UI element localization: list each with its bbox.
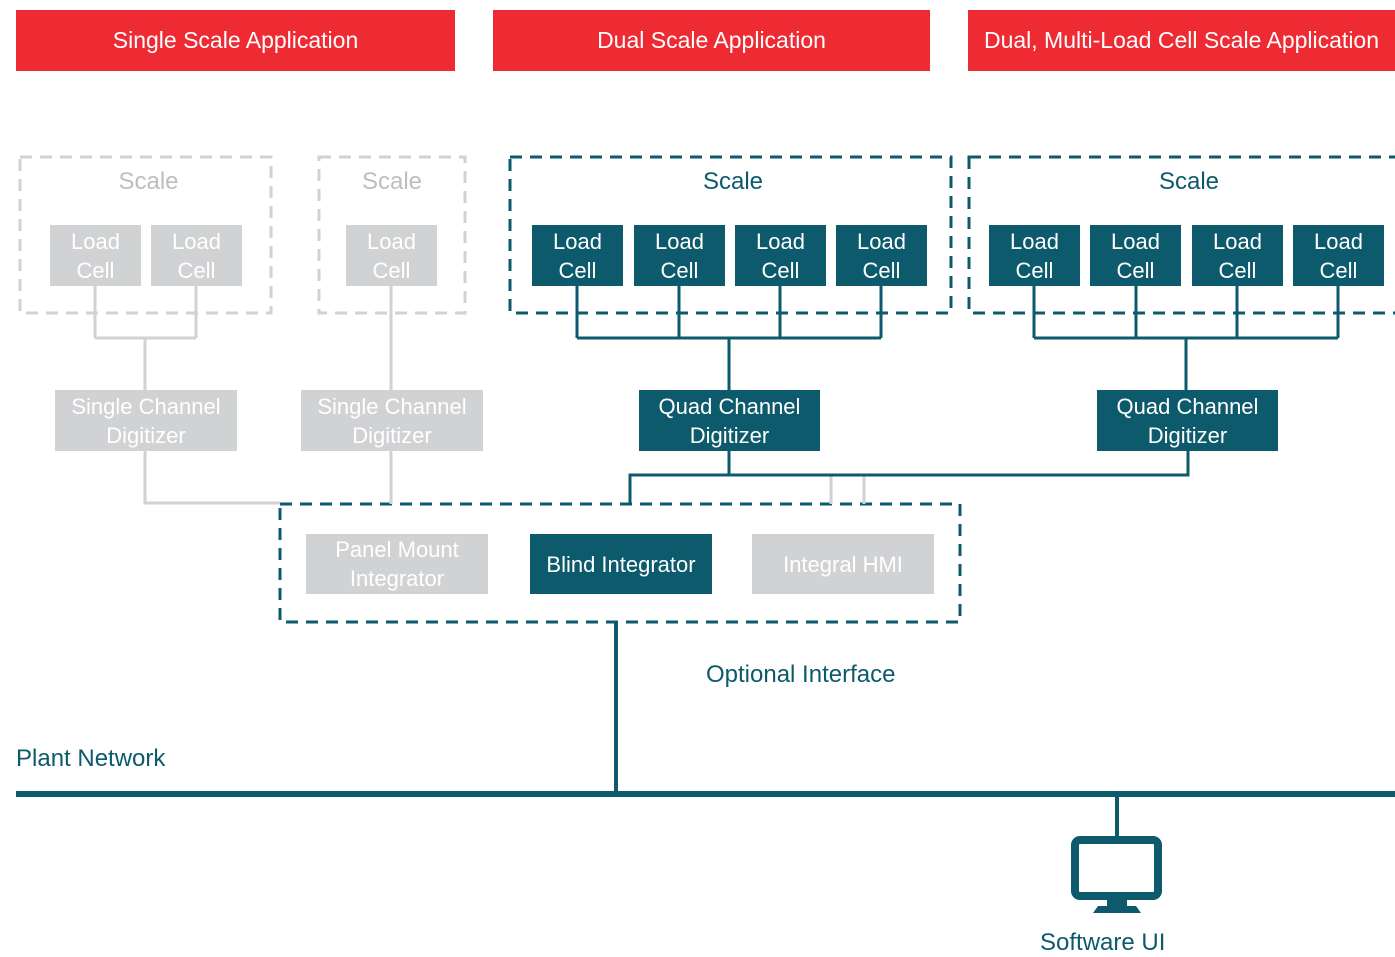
load-cell-4a: Load Cell [989,225,1080,286]
scale-title-3: Scale [702,168,764,195]
connector-scale1 [93,286,198,390]
connector-gray-stubs [829,475,866,504]
blind-integrator: Blind Integrator [530,534,712,594]
banner-single-scale: Single Scale Application [16,10,455,71]
banner-multi-load-cell: Dual, Multi-Load Cell Scale Application [968,10,1395,71]
scale-frame-4 [967,155,1395,315]
connector-scale4 [1032,286,1340,390]
load-cell-4b: Load Cell [1090,225,1181,286]
scale-frame-2 [317,155,467,315]
panel-mount-integrator: Panel Mount Integrator [306,534,488,594]
load-cell-2a: Load Cell [346,225,437,286]
load-cell-3c: Load Cell [735,225,826,286]
single-channel-digitizer-2: Single Channel Digitizer [301,390,483,451]
plant-network-label: Plant Network [16,745,166,772]
integral-hmi: Integral HMI [752,534,934,594]
optional-interface-label: Optional Interface [706,661,896,688]
load-cell-1a: Load Cell [50,225,141,286]
banner-dual-scale: Dual Scale Application [493,10,930,71]
single-channel-digitizer-1: Single Channel Digitizer [55,390,237,451]
quad-channel-digitizer-2: Quad Channel Digitizer [1097,390,1278,451]
load-cell-4d: Load Cell [1293,225,1384,286]
connector-quad-bus [628,451,1190,504]
load-cell-3d: Load Cell [836,225,927,286]
scale-title-4: Scale [1158,168,1220,195]
connector-single-digitizers [143,451,393,505]
scale-title-2: Scale [361,168,423,195]
scale-title-1: Scale [118,168,179,195]
scale-frame-1 [18,155,273,315]
load-cell-3a: Load Cell [532,225,623,286]
connector-scale3 [575,286,883,390]
load-cell-4c: Load Cell [1192,225,1283,286]
scale-frame-3 [508,155,953,315]
load-cell-1b: Load Cell [151,225,242,286]
integrator-frame [278,502,962,624]
software-ui-label: Software UI [1040,929,1166,956]
load-cell-3b: Load Cell [634,225,725,286]
monitor-icon [1071,836,1162,913]
quad-channel-digitizer-1: Quad Channel Digitizer [639,390,820,451]
